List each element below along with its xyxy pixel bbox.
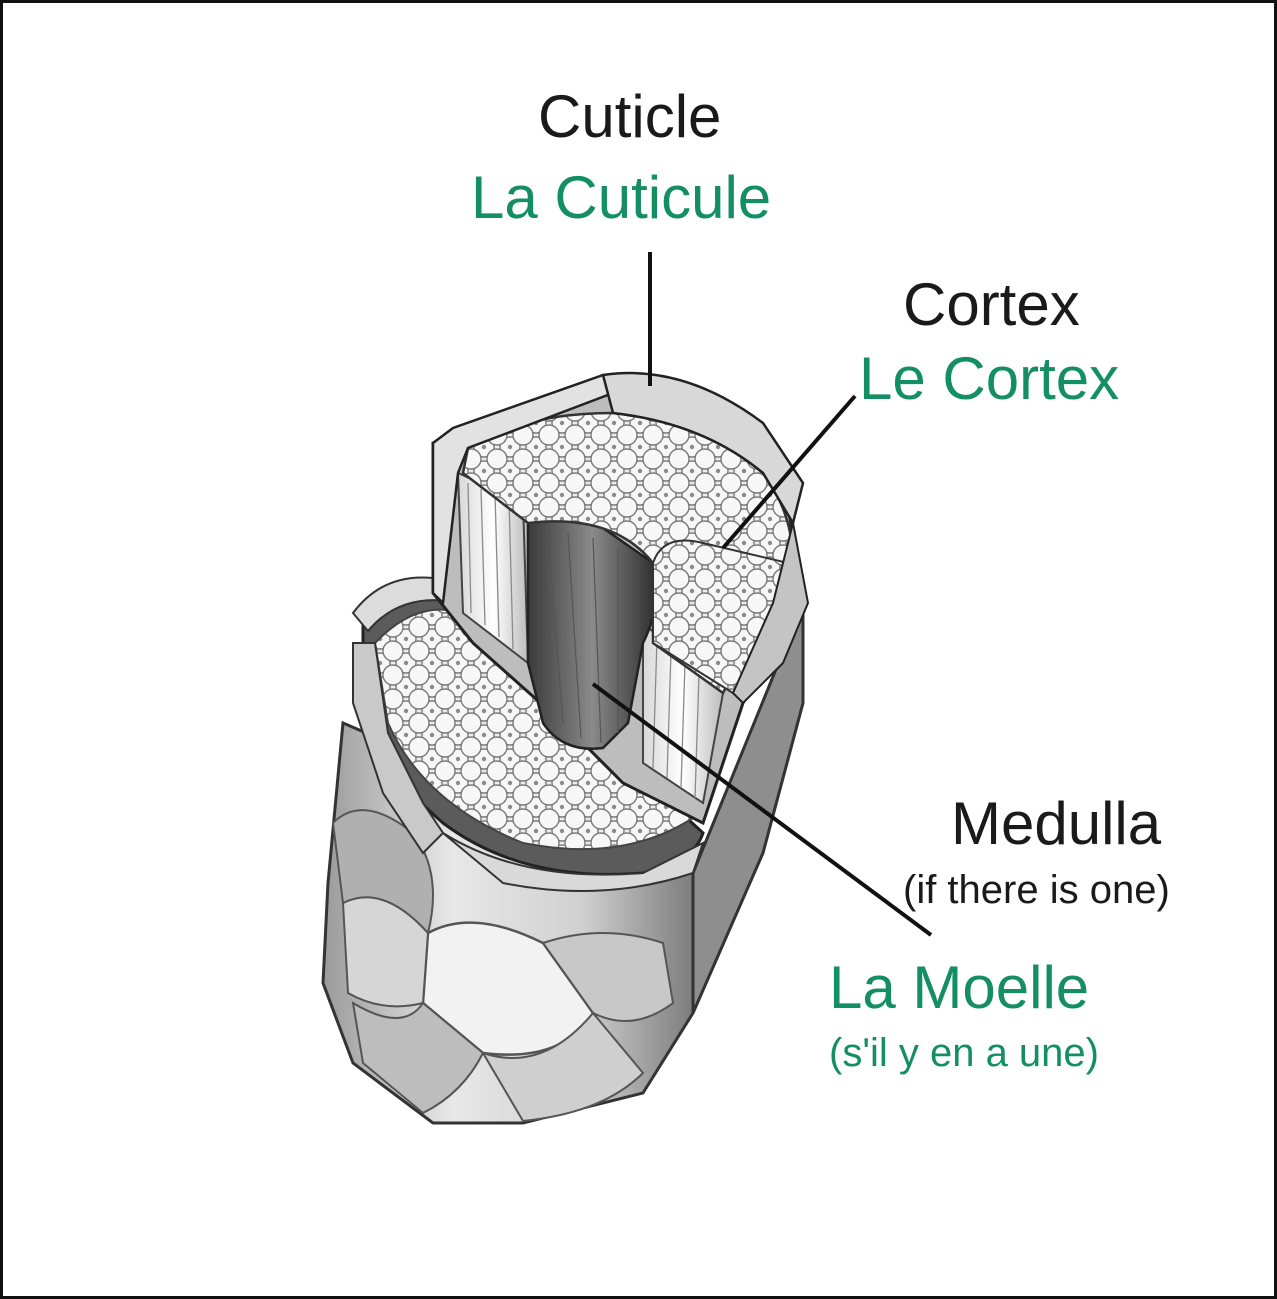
cortex-leader-line — [721, 394, 857, 550]
medulla-label-english: Medulla — [951, 790, 1162, 857]
medulla-label-french: La Moelle — [829, 954, 1090, 1021]
cortex-label-english: Cortex — [903, 271, 1080, 338]
medulla-note-english: (if there is one) — [903, 868, 1170, 912]
cuticle-label-english: Cuticle — [538, 83, 722, 150]
cortex-label-french: Le Cortex — [859, 345, 1120, 412]
medulla-note-french: (s'il y en a une) — [829, 1031, 1099, 1075]
hair-shaft-illustration — [321, 252, 933, 1125]
medulla-leader-line — [591, 682, 933, 937]
cuticle-label-french: La Cuticule — [471, 164, 772, 231]
lower-cross-section — [351, 576, 705, 892]
upper-cortex-block — [431, 371, 810, 826]
leader-lines — [591, 252, 933, 937]
